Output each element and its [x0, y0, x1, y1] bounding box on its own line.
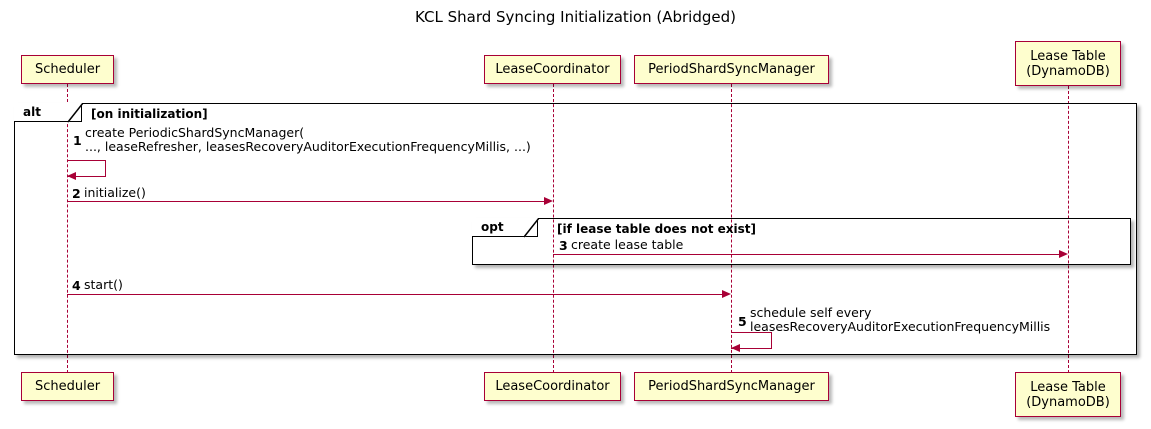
participant-lease-table-bottom[interactable]: Lease Table (DynamoDB)	[1015, 372, 1121, 417]
participant-scheduler-top[interactable]: Scheduler	[21, 55, 114, 84]
message-1-text: create PeriodicShardSyncManager( ..., le…	[85, 125, 531, 154]
fragment-opt-operator-tab: opt	[472, 218, 538, 237]
message-2-number: 2	[72, 186, 81, 201]
message-4-line	[67, 294, 724, 295]
fragment-opt	[472, 218, 1131, 265]
message-2-text: initialize()	[84, 185, 146, 200]
fragment-opt-operator-label: opt	[481, 220, 504, 234]
lifeline-period-shard-sync-manager	[731, 84, 732, 373]
fragment-alt-operator-label: alt	[23, 105, 41, 119]
participant-lease-table-top[interactable]: Lease Table (DynamoDB)	[1015, 41, 1121, 86]
lifeline-scheduler	[67, 84, 68, 373]
message-5-arrowhead-icon	[731, 344, 740, 352]
message-2-line	[67, 201, 546, 202]
message-1-self-loop	[67, 160, 106, 177]
participant-lease-coordinator-top[interactable]: LeaseCoordinator	[484, 55, 621, 84]
participant-scheduler-bottom[interactable]: Scheduler	[21, 372, 114, 401]
fragment-opt-tab-corner-icon	[524, 218, 540, 238]
message-1-number: 1	[73, 133, 82, 148]
participant-period-shard-sync-manager-bottom[interactable]: PeriodShardSyncManager	[634, 372, 829, 401]
diagram-title: KCL Shard Syncing Initialization (Abridg…	[415, 8, 736, 26]
message-5-number: 5	[738, 314, 747, 329]
message-3-text: create lease table	[571, 237, 684, 252]
message-5-text: schedule self every leasesRecoveryAudito…	[750, 305, 1051, 334]
fragment-alt	[14, 103, 1137, 355]
message-4-arrowhead-icon	[722, 290, 731, 298]
message-3-line	[553, 254, 1060, 255]
participant-period-shard-sync-manager-top[interactable]: PeriodShardSyncManager	[634, 55, 829, 84]
message-3-arrowhead-icon	[1059, 250, 1068, 258]
message-4-number: 4	[72, 278, 81, 293]
message-4-text: start()	[84, 277, 123, 292]
fragment-alt-guard: [on initialization]	[91, 107, 208, 121]
lifeline-lease-table	[1068, 86, 1069, 373]
message-1-arrowhead-icon	[67, 172, 76, 180]
participant-lease-coordinator-bottom[interactable]: LeaseCoordinator	[484, 372, 621, 401]
fragment-alt-operator-tab: alt	[14, 103, 82, 122]
message-2-arrowhead-icon	[544, 197, 553, 205]
message-3-number: 3	[559, 238, 568, 253]
lifeline-lease-coordinator	[553, 84, 554, 373]
fragment-opt-guard: [if lease table does not exist]	[557, 222, 757, 236]
fragment-alt-tab-corner-icon	[68, 103, 84, 123]
message-5-self-loop	[731, 332, 772, 349]
